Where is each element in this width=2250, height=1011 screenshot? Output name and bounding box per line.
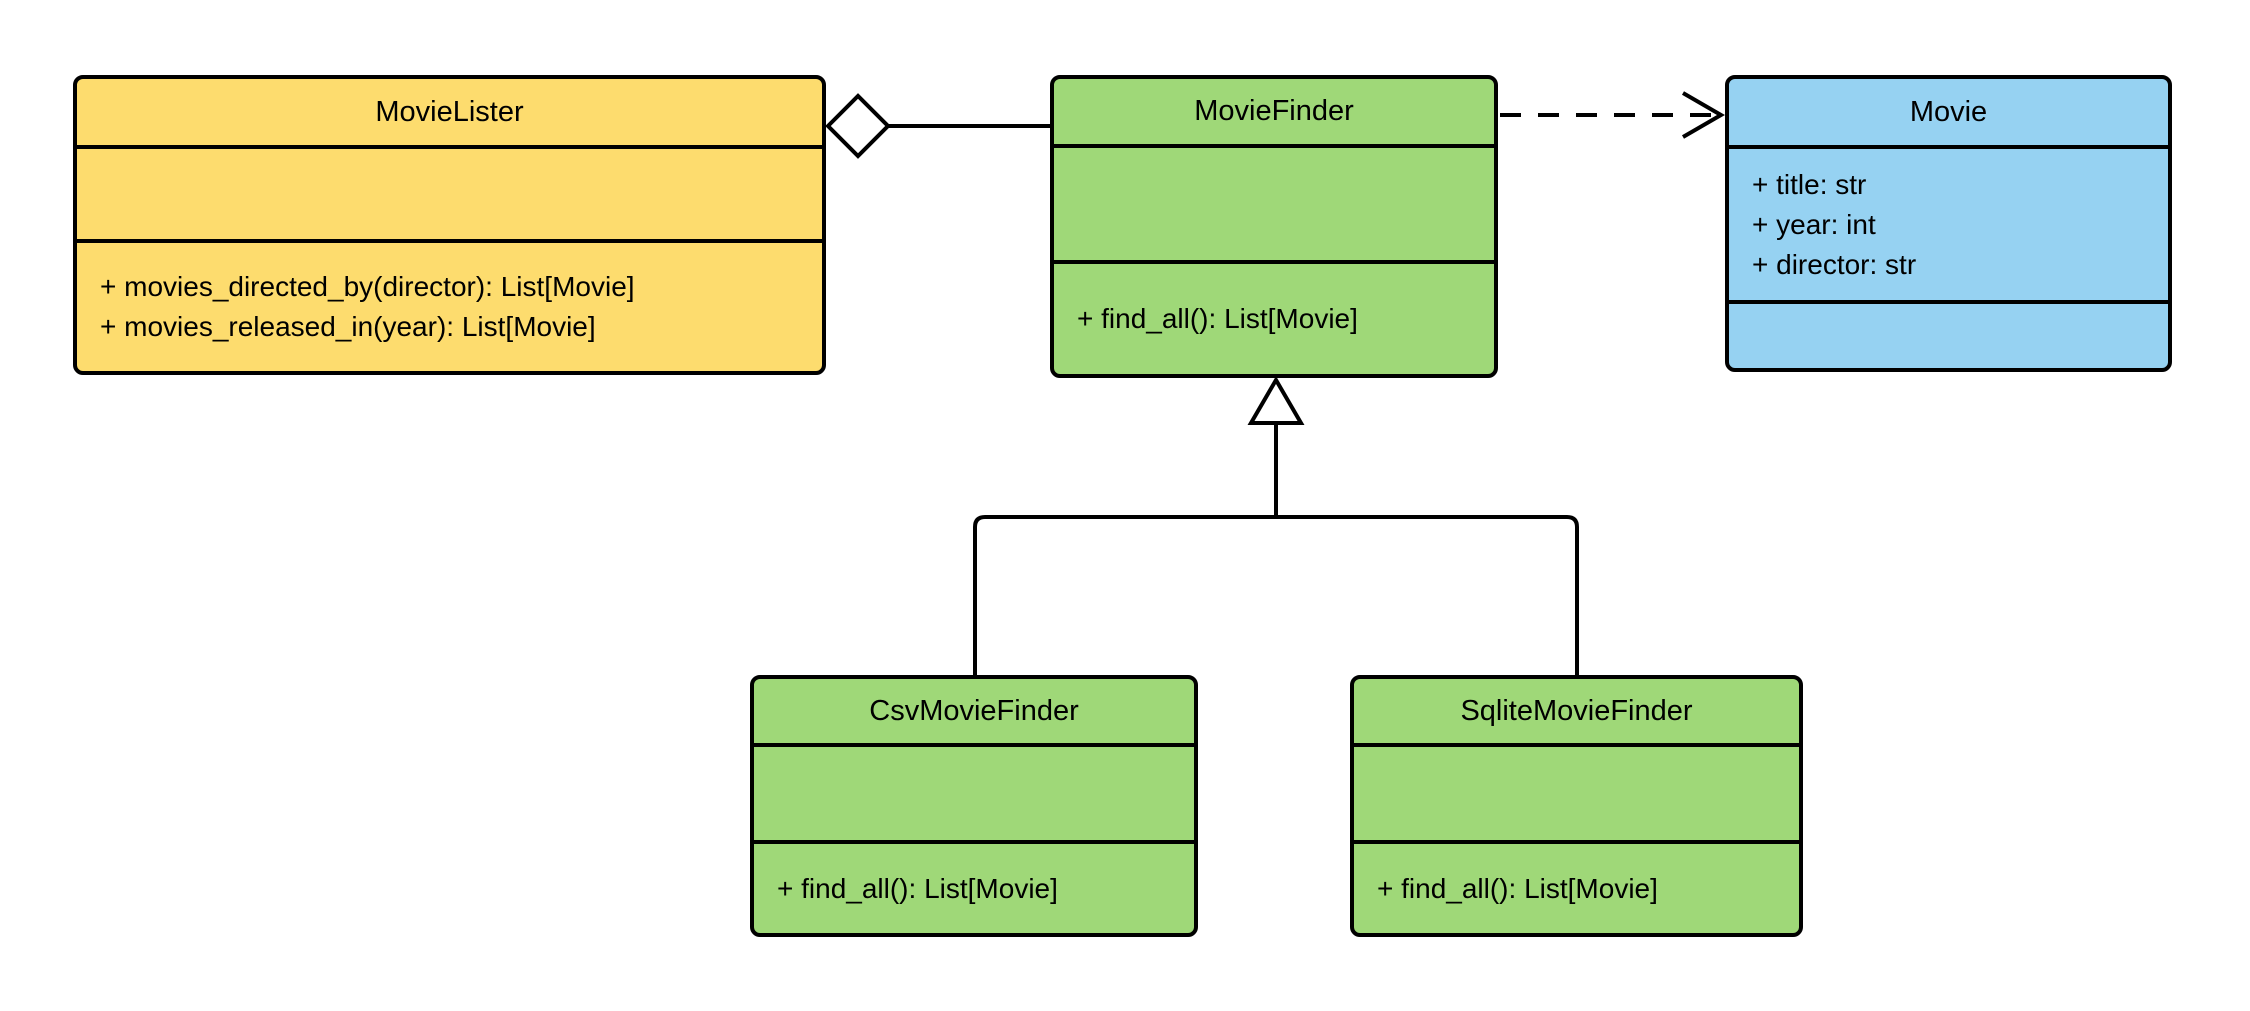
class-box-csvmoviefinder: CsvMovieFinder + find_all(): List[Movie]: [750, 675, 1198, 937]
aggregation-connector-movielister-moviefinder: [825, 93, 1052, 159]
dependency-connector-moviefinder-movie: [1500, 91, 1725, 139]
methods-compartment-csvmoviefinder: + find_all(): List[Movie]: [754, 840, 1194, 933]
class-name-csvmoviefinder: CsvMovieFinder: [869, 694, 1079, 727]
attributes-compartment-moviefinder: [1054, 144, 1494, 260]
inheritance-connector-tree: [973, 376, 1579, 677]
method-item: + find_all(): List[Movie]: [1077, 303, 1358, 334]
attributes-compartment-sqlitemoviefinder: [1354, 743, 1799, 840]
class-name-movielister: MovieLister: [375, 95, 524, 128]
attribute-item: + director: str: [1752, 248, 1917, 280]
methods-compartment-movielister: + movies_directed_by(director): List[Mov…: [77, 239, 822, 371]
class-box-movie: Movie + title: str + year: int + directo…: [1725, 75, 2172, 372]
method-item: + movies_directed_by(director): List[Mov…: [100, 271, 635, 302]
open-arrowhead-icon: [1681, 91, 1725, 139]
method-item: + movies_released_in(year): List[Movie]: [100, 311, 596, 342]
attributes-compartment-csvmoviefinder: [754, 743, 1194, 840]
class-box-moviefinder: MovieFinder + find_all(): List[Movie]: [1050, 75, 1498, 378]
class-name-moviefinder: MovieFinder: [1194, 95, 1354, 127]
class-name-movie: Movie: [1909, 95, 1988, 128]
class-box-sqlitemoviefinder: SqliteMovieFinder + find_all(): List[Mov…: [1350, 675, 1803, 937]
hollow-diamond-icon: [825, 93, 891, 159]
method-item: + find_all(): List[Movie]: [1377, 872, 1658, 904]
methods-compartment-sqlitemoviefinder: + find_all(): List[Movie]: [1354, 840, 1799, 933]
inheritance-branch-line: [973, 515, 1579, 677]
attribute-item: + year: int: [1752, 208, 1876, 240]
class-name-sqlitemoviefinder: SqliteMovieFinder: [1460, 694, 1693, 727]
method-item: + find_all(): List[Movie]: [777, 872, 1058, 904]
attributes-compartment-movielister: [77, 145, 822, 239]
attribute-item: + title: str: [1752, 168, 1867, 200]
methods-compartment-moviefinder: + find_all(): List[Movie]: [1054, 260, 1494, 374]
attributes-compartment-movie: + title: str + year: int + director: str: [1729, 145, 2168, 300]
methods-compartment-movie: [1729, 300, 2168, 368]
class-box-movielister: MovieLister + movies_directed_by(directo…: [73, 75, 826, 375]
hollow-triangle-icon: [1247, 376, 1305, 425]
